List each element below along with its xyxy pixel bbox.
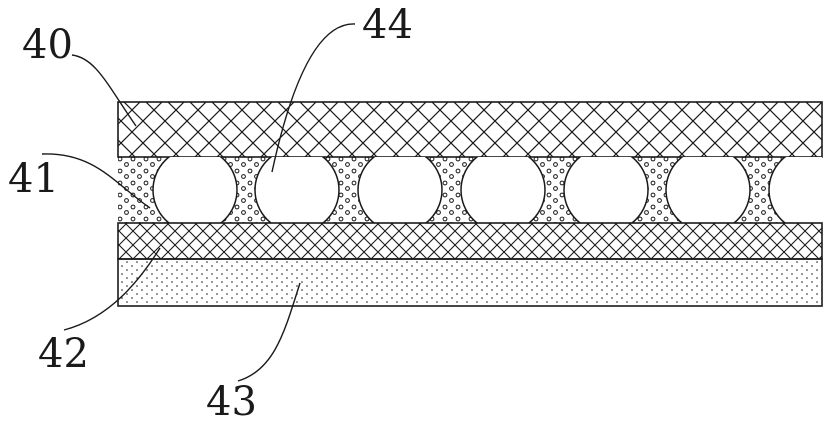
void-bubble-1 — [152, 157, 238, 223]
label-42: 42 — [38, 331, 89, 377]
void-bubble-2 — [254, 157, 340, 223]
lower-mesh-layer — [117, 222, 823, 260]
void-bubble-5 — [563, 157, 649, 223]
label-44: 44 — [362, 2, 413, 48]
leader-line-40 — [71, 54, 137, 127]
void-bubble-7 — [768, 157, 822, 223]
pore-layer — [118, 157, 822, 223]
leader-line-41 — [41, 153, 151, 209]
void-bubble-4 — [460, 157, 546, 223]
label-40: 40 — [22, 22, 73, 68]
label-41: 41 — [8, 156, 59, 202]
leader-line-44 — [271, 23, 356, 173]
base-layer — [117, 258, 823, 307]
void-bubble-3 — [357, 157, 443, 223]
bubble-group — [152, 157, 822, 223]
void-bubble-6 — [665, 157, 751, 223]
label-43: 43 — [206, 379, 257, 424]
leader-line-43 — [237, 282, 301, 382]
top-layer — [117, 101, 823, 158]
leader-line-42 — [63, 247, 161, 331]
